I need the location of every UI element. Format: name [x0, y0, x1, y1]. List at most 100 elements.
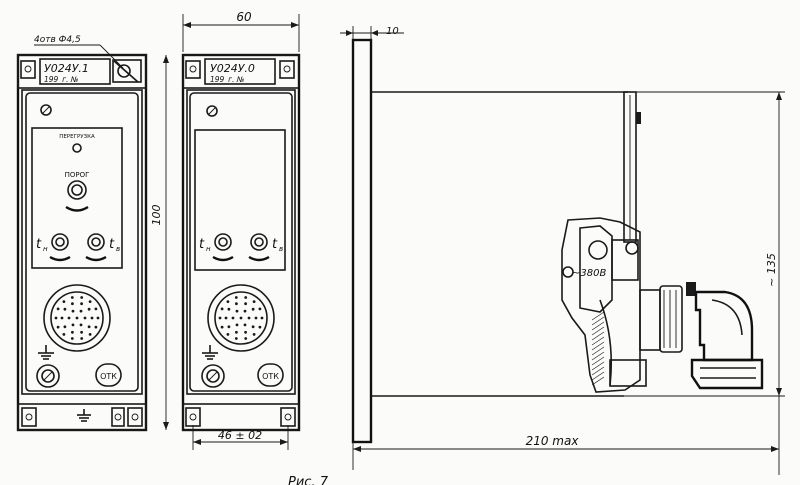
- hatch-line: [591, 346, 605, 356]
- connector-pin: [94, 325, 98, 329]
- left-panel: У024У.1 199_г. № 4отв Ф4,5 ПЕРЕГРУЗКА ПО…: [16, 35, 148, 432]
- middle-year-text: 199_г. №: [210, 75, 245, 84]
- connector-flange: [639, 289, 661, 351]
- connector-pin: [71, 302, 74, 306]
- threshold-arc-arrow: [65, 205, 89, 212]
- connector-pin: [234, 337, 238, 340]
- connector-pin: [251, 325, 255, 329]
- connector-pin: [244, 330, 248, 334]
- left-bottom-slot-mid: [111, 407, 125, 427]
- connector-pin: [80, 302, 83, 306]
- side-view: 10 ~380В ~ 1: [340, 26, 785, 475]
- left-top-left-slot: [20, 60, 36, 79]
- hatch-line: [591, 356, 605, 366]
- connector-pin: [239, 316, 243, 320]
- left-bottom-hole-mid: [114, 413, 122, 421]
- connector-pin: [88, 333, 92, 336]
- connector-pin: [80, 296, 84, 299]
- hatch-line: [591, 366, 605, 376]
- middle-panel-inner-frame: [189, 92, 293, 392]
- connector-pin: [235, 302, 238, 306]
- connector-pin: [244, 296, 248, 299]
- connector-pin: [67, 316, 71, 320]
- threshold-knob: [67, 180, 87, 200]
- cable-gland: [690, 358, 764, 390]
- connector-pin: [260, 316, 264, 320]
- connector-pin: [90, 316, 94, 320]
- voltage-label: ~380В: [572, 268, 606, 279]
- left-screw-slot-line: [113, 60, 139, 83]
- ground-symbol: [38, 345, 54, 360]
- middle-t-high-subscript: в: [279, 245, 283, 253]
- connector-pin: [251, 307, 255, 311]
- hole-note-leader: [99, 44, 124, 69]
- connector-pin: [234, 296, 238, 299]
- figure-caption: Рис. 7: [288, 475, 329, 485]
- dim-60-text: 60: [236, 10, 252, 24]
- middle-t-low-knob: [214, 233, 232, 251]
- hatch-line: [591, 361, 605, 371]
- left-top-right-screw: [117, 64, 131, 78]
- middle-t-low-subscript: н: [206, 245, 211, 253]
- middle-bottom-strip: [182, 403, 300, 431]
- middle-otk-stamp: [257, 363, 284, 387]
- connector-pin: [71, 309, 75, 313]
- rear-bolt-top: [636, 112, 641, 124]
- t-low-knob-inner: [55, 237, 65, 247]
- connector-pin: [258, 307, 262, 311]
- connector-nut: [659, 285, 683, 353]
- left-model-text: У024У.1: [44, 62, 89, 75]
- connector-pin: [80, 330, 83, 334]
- left-otk-stamp: [95, 363, 122, 387]
- connector-pin: [60, 316, 64, 320]
- middle-t-high-knob-inner: [254, 237, 264, 247]
- middle-fuse-holder: [201, 364, 225, 388]
- t-low-symbol: t: [36, 237, 42, 252]
- left-control-panel: [31, 127, 123, 269]
- middle-otk-text: ОТК: [262, 372, 279, 381]
- connector-pin: [56, 325, 60, 329]
- left-fuse-holder: [36, 364, 60, 388]
- hatch-line: [591, 336, 605, 346]
- middle-t-low-knob-inner: [218, 237, 228, 247]
- connector-pin: [62, 300, 66, 303]
- connector-pin: [56, 307, 60, 311]
- hatch-line: [591, 341, 605, 351]
- middle-connector-pins: [218, 296, 264, 340]
- t-low-arc-arrow: [49, 255, 71, 262]
- middle-ground-symbol: [202, 345, 218, 360]
- dim-10-text: 10: [386, 26, 399, 37]
- dim-100-text: 100: [150, 205, 163, 226]
- middle-control-panel: [194, 129, 286, 271]
- actuator-screw: [562, 266, 574, 278]
- connector-pin: [224, 316, 228, 320]
- middle-t-high-knob: [250, 233, 268, 251]
- connector-pin: [227, 307, 231, 311]
- middle-top-screw: [206, 105, 218, 117]
- dimension-100: 100: [150, 55, 169, 430]
- middle-panel: У024У.0 199_г. № t н t в ОТК: [181, 53, 301, 432]
- left-otk-text: ОТК: [100, 372, 117, 381]
- connector-pin: [80, 337, 84, 340]
- hatch-line: [591, 351, 605, 361]
- connector-pin: [244, 337, 248, 340]
- hatch-line: [591, 371, 605, 381]
- left-bottom-strip: [17, 403, 147, 431]
- connector-pin: [70, 296, 74, 299]
- middle-t-low-arrow: [212, 255, 234, 262]
- left-panel-inner-frame: [25, 92, 139, 392]
- t-high-knob: [87, 233, 105, 251]
- connector-pin: [235, 309, 239, 313]
- actuator-lower-block: [609, 359, 647, 387]
- left-label-plate: [39, 58, 111, 85]
- t-low-knob: [51, 233, 69, 251]
- middle-top-screw-slot: [207, 106, 217, 116]
- connector-pin: [244, 302, 248, 306]
- left-connector-pins: [54, 296, 100, 340]
- connector-pin: [235, 323, 239, 327]
- t-high-symbol: t: [109, 237, 115, 252]
- middle-t-high-arrow: [248, 255, 270, 262]
- connector-pin: [226, 300, 230, 303]
- left-bottom-slot-r: [127, 407, 143, 427]
- connector-pin: [227, 325, 231, 329]
